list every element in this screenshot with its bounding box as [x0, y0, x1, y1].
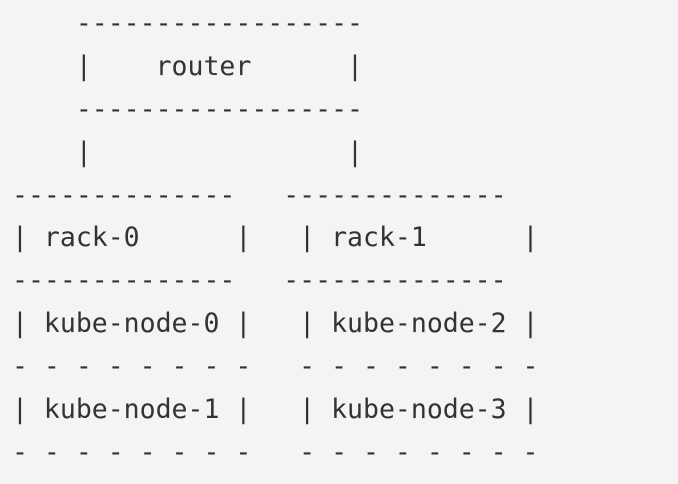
node-row-2: | kube-node-1 | | kube-node-3 | — [12, 394, 539, 426]
rack-boxes-top-border: -------------- -------------- — [12, 179, 507, 211]
router-connector-row: | | — [12, 136, 363, 168]
node-row-divider-2: - - - - - - - - - - - - - - - - — [12, 436, 539, 468]
rack-header-divider: -------------- -------------- — [12, 265, 507, 297]
router-box-top-border: ------------------ — [12, 8, 363, 39]
rack-labels-row: | rack-0 | | rack-1 | — [12, 222, 539, 254]
ascii-topology-diagram: ------------------ | router | ----------… — [12, 3, 539, 475]
node-row-1: | kube-node-0 | | kube-node-2 | — [12, 308, 539, 340]
router-box-bottom-border: ------------------ — [12, 93, 363, 125]
node-row-divider-1: - - - - - - - - - - - - - - - - — [12, 351, 539, 383]
router-label-row: | router | — [12, 50, 363, 82]
